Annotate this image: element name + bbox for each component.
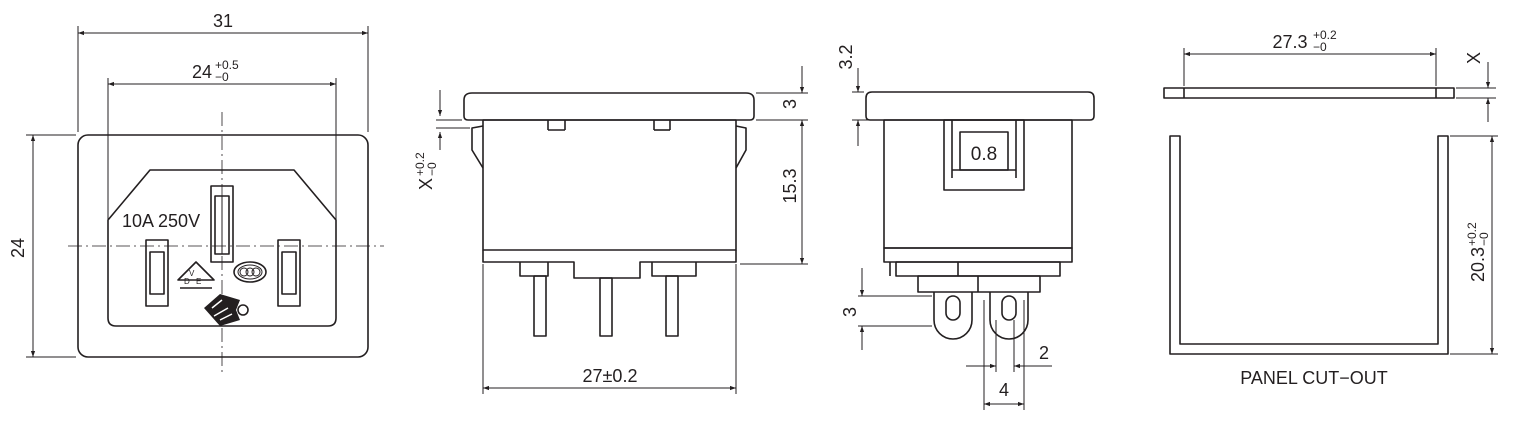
svg-text:20.3: 20.3 (1468, 247, 1488, 282)
dim-label-cutout-height: 20.3 +0.2 −0 (1465, 222, 1491, 282)
fuse-body (883, 119, 1073, 249)
fuse-flange (865, 91, 1095, 121)
dim-label-flange: 3 (780, 99, 800, 109)
side-pin-3 (665, 275, 679, 337)
rating-text: 10A 250V (122, 211, 200, 231)
svg-text:−0: −0 (215, 70, 229, 84)
svg-text:+0.5: +0.5 (215, 58, 239, 72)
svg-text:V: V (189, 269, 195, 278)
solder-lug-left (933, 292, 973, 340)
fuse-holder (943, 119, 1025, 191)
svg-text:+0.2: +0.2 (1313, 28, 1337, 42)
dim-label-top: 3.2 (836, 44, 856, 69)
snap-latch-left (471, 125, 484, 169)
panel-plate (1163, 87, 1455, 99)
dim-label-inner: 24 +0.5 −0 (192, 58, 239, 84)
cutout-caption: PANEL CUT−OUT (1240, 368, 1388, 388)
dim-label-cutout-x: X (1464, 52, 1484, 64)
svg-text:D: D (184, 277, 190, 286)
solder-lug-right (989, 292, 1029, 340)
cutout-outline (1169, 135, 1449, 355)
ccc-mark-icon (233, 261, 267, 283)
snap-latch-right (735, 125, 747, 169)
inlet-face (107, 169, 337, 327)
side-flange (463, 92, 755, 121)
side-pin-1 (533, 275, 547, 337)
dim-label-x: X +0.2 −0 (413, 152, 439, 190)
dim-label-cutout-width: 27.3 +0.2 −0 (1272, 28, 1337, 54)
dim-label-lug: 3 (840, 307, 860, 317)
enec-mark-icon (204, 294, 249, 326)
neutral-pin (277, 239, 301, 307)
dim-label-lug-width: 2 (1039, 343, 1049, 363)
svg-text:+0.2: +0.2 (1465, 222, 1479, 246)
cutout-view: 27.3 +0.2 −0 X 20.3 +0.2 −0 PANEL CUT−OU… (1163, 28, 1498, 388)
dim-label-body-height: 15.3 (780, 168, 800, 203)
svg-text:E: E (196, 277, 201, 286)
dim-label-width: 31 (213, 11, 233, 31)
side-pin-2 (599, 277, 613, 337)
live-pin (145, 239, 169, 307)
dim-label-pin-span: 27±0.2 (583, 366, 638, 386)
svg-text:−0: −0 (1313, 40, 1327, 54)
svg-text:+0.2: +0.2 (413, 152, 427, 176)
side-base (482, 250, 737, 279)
svg-text:27.3: 27.3 (1272, 32, 1307, 52)
svg-text:X: X (416, 178, 436, 190)
earth-pin (210, 185, 234, 263)
vde-mark-icon: V D E (177, 261, 215, 289)
svg-text:24: 24 (192, 62, 212, 82)
side-body (482, 119, 737, 251)
front-view: 31 24 +0.5 −0 24 (8, 11, 384, 372)
fuse-view: 0.8 3.2 3 2 4 (836, 44, 1095, 410)
svg-text:−0: −0 (1477, 232, 1491, 246)
dim-label-lug-pitch: 4 (999, 380, 1009, 400)
side-view: X +0.2 −0 3 15.3 27±0.2 (413, 66, 808, 394)
dim-label-height: 24 (8, 238, 28, 258)
svg-text:−0: −0 (425, 162, 439, 176)
fuse-label: 0.8 (971, 144, 997, 165)
